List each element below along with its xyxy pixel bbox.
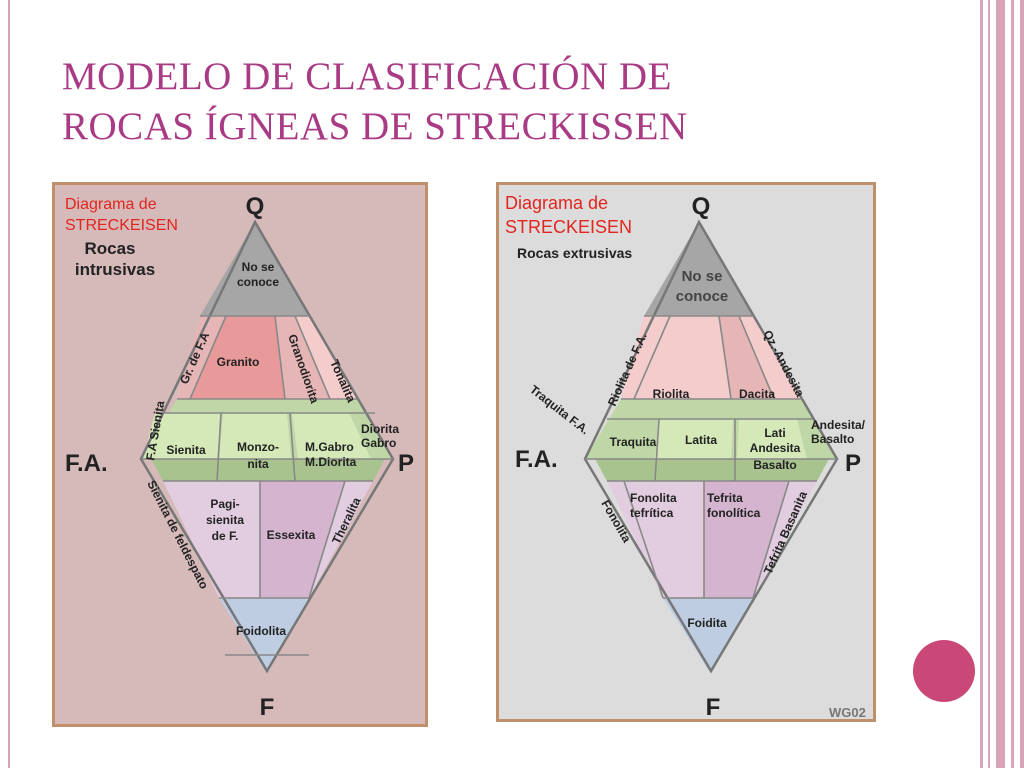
vertex-q-label: Q [246, 193, 265, 220]
label-foidita: Foidita [687, 616, 727, 630]
vertex-fa-label: F.A. [515, 446, 558, 473]
zone-latita [655, 419, 733, 459]
diagram-outline [583, 219, 839, 674]
intrusive-heading-line-2: STRECKEISEN [65, 217, 178, 234]
extrusive-diagram-svg: Diagrama de STRECKEISEN Rocas extrusivas… [505, 193, 866, 719]
label-andesita: Andesita/ [811, 418, 866, 432]
credit-wg02: WG02 [829, 705, 866, 719]
label-tefrita-fonolitica-2: fonolítica [707, 506, 761, 520]
label-sienita: Sienita [166, 443, 206, 457]
diagram-outline [139, 219, 395, 674]
left-border-line [8, 0, 10, 768]
vertex-f-label: F [260, 694, 275, 721]
label-riolita: Riolita [653, 387, 690, 401]
label-basalto-small: Basalto [753, 458, 796, 472]
intrusive-subtitle-line-1: Rocas [84, 239, 135, 258]
zone-monzonita [219, 413, 291, 459]
zone-latiandesita [737, 419, 807, 459]
extrusive-subtitle: Rocas extrusivas [517, 245, 632, 261]
label-fonolita-tefritica-2: tefrítica [630, 506, 674, 520]
zone-foidita [663, 598, 753, 671]
zone-dividers [141, 315, 393, 656]
label-pagisienita-2: sienita [206, 513, 244, 527]
extrusive-heading-line-1: Diagrama de [505, 193, 608, 213]
zone-tefrita-fonolitica [704, 481, 789, 598]
label-latiandesita-2: Andesita [750, 441, 801, 455]
label-traquita-fa: Traquita F.A. [527, 382, 592, 437]
label-diorita: Diorita [361, 422, 399, 436]
stripe-3 [996, 0, 1005, 768]
zone-lower-green-strip [595, 459, 829, 481]
zone-no-se-conoce [644, 222, 754, 316]
label-pagisienita-3: de F. [212, 529, 239, 543]
stripe-2 [988, 0, 990, 768]
label-mdiorita: M.Diorita [305, 455, 357, 469]
label-tefrita-fonolitica-1: Tefrita [707, 491, 743, 505]
zone-gr-de-fa [177, 316, 226, 399]
label-pagisienita-1: Pagi- [210, 497, 239, 511]
stripe-1 [980, 0, 983, 768]
intrusive-subtitle-line-2: intrusivas [75, 260, 155, 279]
label-granito: Granito [217, 355, 260, 369]
decorative-dot [913, 640, 975, 702]
vertex-p-label: P [398, 450, 414, 477]
vertex-p-label: P [845, 450, 861, 477]
label-gabro: Gabro [361, 436, 396, 450]
label-basalto: Basalto [811, 432, 854, 446]
vertex-q-label: Q [692, 193, 711, 220]
label-mgabro: M.Gabro [305, 440, 354, 454]
zone-no-se-conoce [200, 222, 310, 316]
zone-foidolita [219, 598, 309, 671]
intrusive-diagram-svg: Diagrama de STRECKEISEN Rocas intrusivas… [65, 193, 414, 721]
label-traquita: Traquita [610, 435, 657, 449]
zone-lower-green-strip [151, 459, 385, 481]
label-no-se-conoce-2: conoce [676, 288, 729, 305]
slide-title-line-1: MODELO DE CLASIFICACIÓN DE [62, 55, 672, 98]
zone-dividers [585, 315, 837, 599]
label-no-se-conoce-1: No se [682, 268, 723, 285]
vertex-fa-label: F.A. [65, 450, 108, 477]
intrusive-heading-line-1: Diagrama de [65, 196, 157, 213]
label-no-se-conoce-2: conoce [237, 275, 279, 289]
label-essexita: Essexita [267, 528, 316, 542]
label-dacita: Dacita [739, 387, 775, 401]
zone-monzogabro [292, 413, 371, 459]
zone-essexita [260, 481, 345, 598]
label-monzonita-2: nita [247, 457, 269, 471]
zone-dacita [719, 316, 774, 399]
vertex-f-label: F [706, 694, 721, 719]
zone-granodiorita [275, 316, 330, 399]
slide-title: MODELO DE CLASIFICACIÓN DE ROCAS ÍGNEAS … [62, 52, 942, 152]
label-no-se-conoce-1: No se [242, 260, 275, 274]
extrusive-diagram-panel: Diagrama de STRECKEISEN Rocas extrusivas… [496, 182, 876, 722]
slide-title-line-2: ROCAS ÍGNEAS DE STRECKISSEN [62, 105, 688, 148]
label-fonolita-tefritica-1: Fonolita [630, 491, 677, 505]
label-latita: Latita [685, 433, 717, 447]
stripe-5 [1020, 0, 1024, 768]
extrusive-heading-line-2: STRECKEISEN [505, 217, 632, 237]
intrusive-diagram-panel: Diagrama de STRECKEISEN Rocas intrusivas… [52, 182, 428, 727]
zone-granito [190, 316, 285, 399]
zone-sienita [143, 413, 221, 459]
stripe-4 [1011, 0, 1014, 768]
right-decorative-stripes [980, 0, 1024, 768]
label-foidolita: Foidolita [236, 624, 286, 638]
label-monzonita-1: Monzo- [237, 440, 279, 454]
label-latiandesita-1: Lati [764, 426, 785, 440]
